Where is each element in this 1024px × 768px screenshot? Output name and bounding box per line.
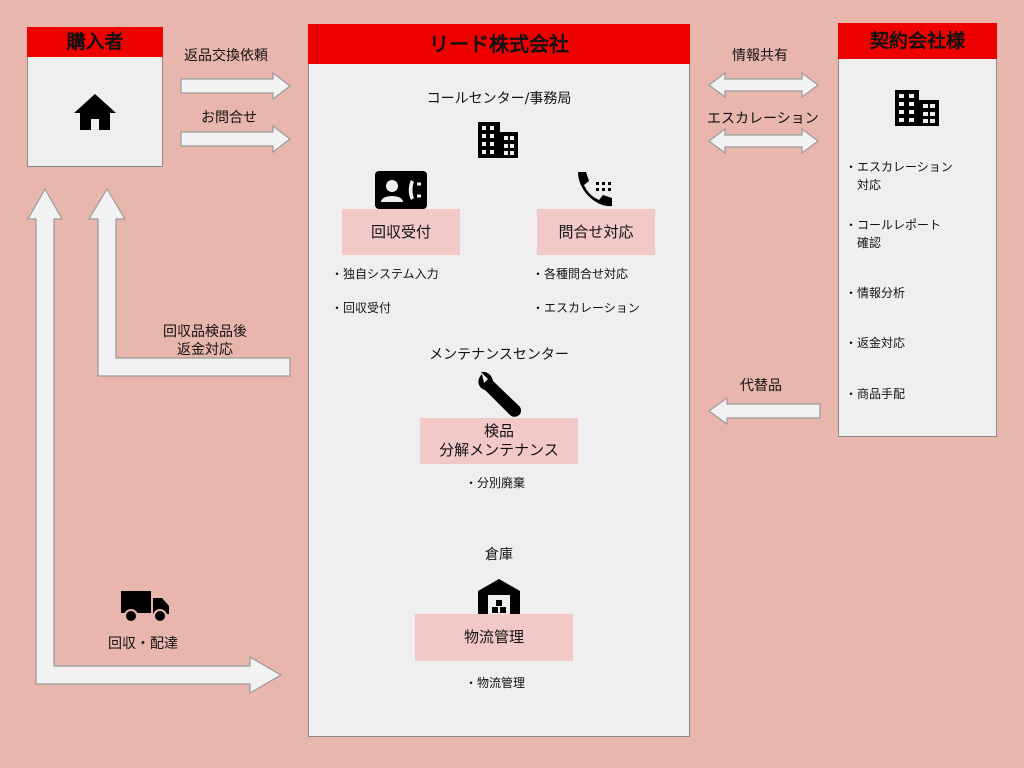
inq-bullet-1: ・各種問合せ対応	[532, 267, 629, 281]
arrow-inquiry	[180, 124, 291, 154]
truck-icon	[121, 591, 169, 623]
contact-card-icon	[375, 171, 427, 209]
contract-header: 契約会社様	[838, 23, 997, 59]
maintenance-box-line1: 検品	[483, 422, 514, 440]
callcenter-title: コールセンター/事務局	[426, 91, 572, 107]
label-escalation: エスカレーション	[707, 111, 819, 127]
recv-box: 回収受付	[342, 209, 460, 255]
warehouse-bullet-1: ・物流管理	[465, 676, 526, 690]
phone-dialpad-icon	[578, 172, 612, 207]
inq-box: 問合せ対応	[537, 209, 655, 255]
label-refund: 回収品検品後 返金対応	[145, 323, 265, 359]
warehouse-box: 物流管理	[415, 614, 573, 661]
label-inquiry: お問合せ	[201, 110, 257, 126]
contract-item-2-line1: ・コールレポート	[845, 218, 942, 232]
warehouse-title: 倉庫	[485, 547, 513, 563]
contract-item-4: ・返金対応	[845, 336, 906, 350]
office-building-icon	[895, 90, 939, 126]
label-refund-line1: 回収品検品後	[163, 324, 247, 340]
contract-item-2-line2: 確認	[857, 236, 882, 250]
recv-bullet-1: ・独自システム入力	[331, 267, 439, 281]
inq-bullet-2: ・エスカレーション	[532, 301, 640, 315]
recv-bullet-2: ・回収受付	[331, 301, 392, 315]
label-return-exchange: 返品交換依頼	[184, 48, 268, 64]
wrench-icon	[478, 371, 522, 417]
maintenance-box: 検品 分解メンテナンス	[420, 418, 578, 464]
contract-item-1-line2: 対応	[857, 178, 882, 192]
maintenance-box-line2: 分解メンテナンス	[439, 441, 559, 459]
arrow-replacement	[707, 396, 821, 426]
label-refund-line2: 返金対応	[177, 342, 233, 358]
company-header: リード株式会社	[308, 24, 690, 64]
contract-item-3: ・情報分析	[845, 286, 906, 300]
home-icon	[74, 94, 116, 130]
contract-item-2: ・コールレポート 確認	[845, 216, 941, 252]
arrow-refund	[87, 187, 291, 377]
arrow-escalation	[708, 127, 819, 155]
building-icon	[478, 122, 518, 158]
label-info-share: 情報共有	[732, 48, 788, 64]
contract-item-1: ・エスカレーション 対応	[845, 158, 953, 194]
maintenance-title: メンテナンスセンター	[429, 347, 569, 363]
arrow-return-exchange	[180, 71, 291, 101]
contract-item-5: ・商品手配	[845, 387, 906, 401]
warehouse-icon	[478, 579, 520, 617]
label-replacement: 代替品	[740, 378, 782, 394]
arrow-collect-deliver	[26, 187, 283, 695]
contract-item-1-line1: ・エスカレーション	[845, 160, 953, 174]
label-collect-deliver: 回収・配達	[108, 636, 178, 652]
buyer-header: 購入者	[27, 27, 163, 57]
arrow-info-share	[708, 71, 819, 99]
maintenance-bullet-1: ・分別廃棄	[465, 476, 526, 490]
